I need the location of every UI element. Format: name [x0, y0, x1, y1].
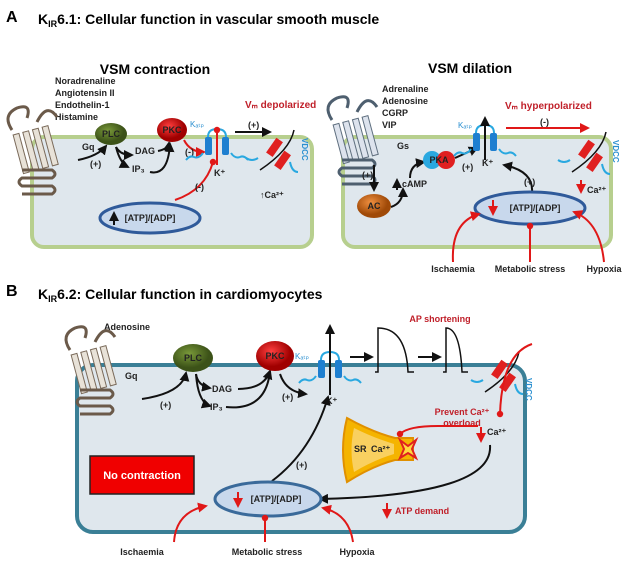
dilation-stressors: Ischaemia Metabolic stress Hypoxia [431, 264, 622, 274]
svg-text:Noradrenaline: Noradrenaline [55, 76, 116, 86]
adenosine-label: Adenosine [104, 322, 150, 332]
svg-text:Kₐₜₚ: Kₐₜₚ [295, 352, 309, 361]
ryanodine-receptor-icon [397, 436, 419, 461]
svg-text:Gq: Gq [125, 371, 138, 381]
svg-text:Hypoxia: Hypoxia [586, 264, 622, 274]
svg-text:VIP: VIP [382, 120, 397, 130]
svg-text:Angiotensin II: Angiotensin II [55, 88, 115, 98]
svg-text:PKC: PKC [162, 125, 182, 135]
svg-text:Adenosine: Adenosine [382, 96, 428, 106]
svg-text:(+): (+) [282, 392, 293, 402]
svg-text:Kₐₜₚ: Kₐₜₚ [190, 120, 204, 129]
svg-text:[ATP]/[ADP]: [ATP]/[ADP] [510, 203, 561, 213]
svg-text:(+): (+) [296, 460, 307, 470]
svg-text:(+): (+) [524, 177, 535, 187]
action-potential-long [375, 327, 414, 373]
pka-enzyme: PKA [423, 151, 455, 169]
svg-text:VDCC: VDCC [524, 378, 533, 401]
atp-adp-ratio [98, 201, 202, 235]
svg-text:Hypoxia: Hypoxia [339, 547, 375, 557]
svg-text:Endothelin-1: Endothelin-1 [55, 100, 110, 110]
svg-text:cAMP: cAMP [402, 179, 427, 189]
svg-text:Metabolic stress: Metabolic stress [232, 547, 303, 557]
svg-text:(-): (-) [185, 147, 194, 157]
svg-text:CGRP: CGRP [382, 108, 408, 118]
dilation-heading: VSM dilation [428, 60, 512, 76]
vsm-dilation-cell: VSM dilation Adrenaline Adenosine CGRP V… [326, 60, 622, 274]
svg-text:[ATP]/[ADP]: [ATP]/[ADP] [251, 494, 302, 504]
svg-text:K⁺: K⁺ [482, 158, 493, 168]
ac-enzyme [357, 194, 391, 218]
svg-text:(-): (-) [540, 117, 549, 127]
svg-text:Ca²⁺: Ca²⁺ [587, 185, 607, 195]
contraction-ligands: Noradrenaline Angiotensin II Endothelin-… [55, 76, 116, 122]
sarcoplasmic-reticulum: SR Ca²⁺ [342, 416, 419, 484]
no-contraction-box [89, 455, 195, 495]
svg-text:Ca²⁺: Ca²⁺ [371, 444, 391, 454]
svg-text:VDCC: VDCC [300, 138, 309, 161]
svg-text:(+): (+) [248, 120, 259, 130]
svg-text:(+): (+) [462, 162, 473, 172]
svg-text:Ca²⁺: Ca²⁺ [487, 427, 507, 437]
svg-text:K⁺: K⁺ [326, 396, 337, 406]
svg-text:DAG: DAG [212, 384, 232, 394]
svg-text:Gs: Gs [397, 141, 409, 151]
gq-label: Gq [82, 142, 95, 152]
cardio-stressors: Ischaemia Metabolic stress Hypoxia [120, 547, 375, 557]
svg-text:Adrenaline: Adrenaline [382, 84, 429, 94]
svg-text:(+): (+) [362, 170, 373, 180]
svg-text:overload: overload [443, 418, 481, 428]
svg-text:SR: SR [354, 444, 367, 454]
svg-text:(-): (-) [195, 182, 204, 192]
svg-text:Ischaemia: Ischaemia [431, 264, 476, 274]
svg-text:(+): (+) [90, 159, 101, 169]
svg-text:VDCC: VDCC [611, 140, 620, 163]
svg-text:PLC: PLC [184, 353, 203, 363]
svg-text:PLC: PLC [102, 129, 121, 139]
svg-text:Histamine: Histamine [55, 112, 98, 122]
svg-text:Kₐₜₚ: Kₐₜₚ [458, 121, 472, 130]
dilation-ligands: Adrenaline Adenosine CGRP VIP [382, 84, 429, 130]
pkc-enzyme [157, 118, 187, 142]
cardiomyocyte-cell: Adenosine Gq (+) PLC DAG IP₃ PKC (+) Kₐₜ… [64, 314, 533, 557]
vsm-contraction-cell: VSM contraction Noradrenaline Angiotensi… [6, 61, 316, 249]
svg-text:Prevent Ca²⁺: Prevent Ca²⁺ [435, 407, 490, 417]
svg-text:No contraction: No contraction [103, 470, 181, 482]
panel-b-letter: B [6, 283, 18, 300]
svg-text:IP₃: IP₃ [210, 402, 223, 412]
svg-text:(+): (+) [160, 400, 171, 410]
vm-hyperpolarized-label: Vₘ hyperpolarized [505, 101, 592, 112]
pkc-enzyme [256, 341, 294, 371]
svg-text:PKC: PKC [265, 351, 285, 361]
svg-text:DAG: DAG [135, 146, 155, 156]
plc-enzyme [95, 123, 127, 145]
svg-text:Ischaemia: Ischaemia [120, 547, 165, 557]
contraction-heading: VSM contraction [100, 61, 210, 77]
svg-text:↑Ca²⁺: ↑Ca²⁺ [260, 190, 284, 200]
plc-enzyme [173, 344, 213, 372]
svg-text:K⁺: K⁺ [214, 168, 225, 178]
svg-text:AC: AC [368, 201, 381, 211]
panel-a-title: KIR6.1: Cellular function in vascular sm… [38, 11, 379, 29]
panel-b-title: KIR6.2: Cellular function in cardiomyocy… [38, 286, 323, 304]
svg-text:[ATP]/[ADP]: [ATP]/[ADP] [125, 213, 176, 223]
vm-depolarized-label: Vₘ depolarized [245, 100, 316, 111]
svg-text:PKA: PKA [429, 155, 449, 165]
svg-text:ATP demand: ATP demand [395, 506, 449, 516]
svg-text:Metabolic stress: Metabolic stress [495, 264, 566, 274]
ap-shortening-label: AP shortening [409, 314, 470, 324]
action-potential-short [443, 327, 468, 373]
panel-a-letter: A [6, 9, 18, 26]
svg-text:IP₃: IP₃ [132, 164, 145, 174]
